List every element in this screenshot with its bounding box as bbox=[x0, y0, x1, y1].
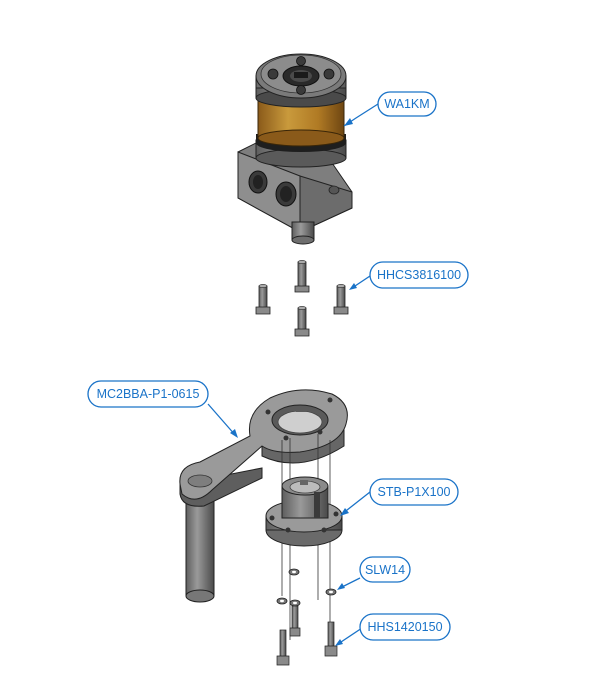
cap-screw bbox=[294, 260, 310, 293]
lock-washer bbox=[325, 588, 337, 596]
lever-arm bbox=[179, 389, 348, 603]
callout-screws-top: HHCS3816100 bbox=[349, 261, 469, 290]
lock-washer-group bbox=[276, 568, 337, 607]
callout-label: MC2BBA-P1-0615 bbox=[97, 387, 200, 401]
callout-arm: MC2BBA-P1-0615 bbox=[87, 380, 238, 438]
callout-label: HHCS3816100 bbox=[377, 268, 461, 282]
rotary-actuator bbox=[237, 53, 353, 245]
callout-label: STB-P1X100 bbox=[378, 485, 451, 499]
cap-screw-group-top bbox=[255, 260, 349, 337]
callout-bushing: STB-P1X100 bbox=[340, 478, 459, 516]
callout-label: SLW14 bbox=[365, 563, 405, 577]
hex-screw bbox=[276, 629, 290, 666]
hex-screw bbox=[289, 605, 301, 637]
cap-screw bbox=[333, 284, 349, 315]
lock-washer bbox=[276, 597, 288, 605]
callout-washer: SLW14 bbox=[337, 556, 411, 590]
callout-label: WA1KM bbox=[384, 97, 429, 111]
cap-screw bbox=[255, 284, 271, 315]
callout-actuator: WA1KM bbox=[343, 91, 437, 127]
lock-washer bbox=[289, 599, 301, 607]
hex-screw-group-bottom bbox=[276, 605, 338, 666]
cap-screw bbox=[294, 306, 310, 337]
taper-bushing bbox=[265, 476, 343, 547]
hex-screw bbox=[324, 621, 338, 657]
callout-screws-bottom: HHS1420150 bbox=[335, 613, 451, 646]
callout-label: HHS1420150 bbox=[367, 620, 442, 634]
lock-washer bbox=[288, 568, 300, 576]
